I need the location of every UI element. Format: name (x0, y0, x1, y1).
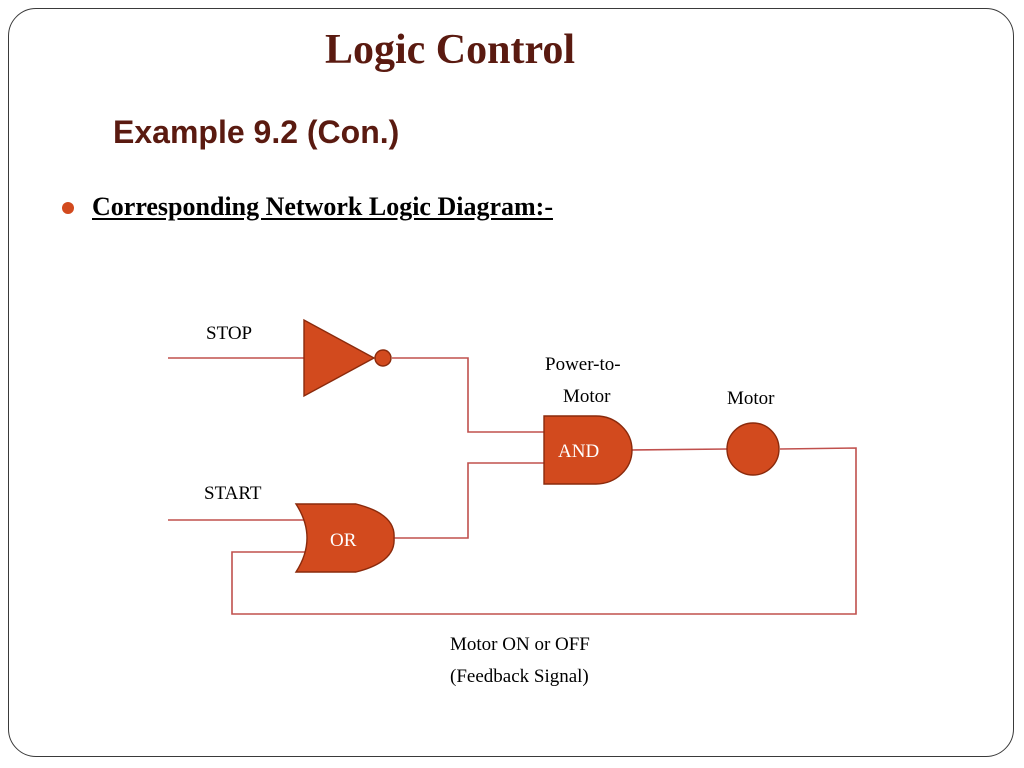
bullet-item: Corresponding Network Logic Diagram:- (62, 192, 553, 222)
slide-subtitle: Example 9.2 (Con.) (113, 114, 400, 150)
feedback-wire (231, 447, 857, 615)
or-gate-icon (294, 503, 395, 573)
not-gate-icon (303, 318, 392, 398)
feedback-label-line1: Motor ON or OFF (450, 634, 590, 655)
and-gate-label: AND (558, 441, 599, 462)
power-to-motor-label-line2: Motor (563, 386, 611, 407)
or-gate-label: OR (330, 530, 357, 551)
or-to-and-wire (394, 462, 546, 539)
stop-label: STOP (206, 323, 252, 344)
bullet-text: Corresponding Network Logic Diagram:- (92, 192, 553, 221)
power-to-motor-label-line1: Power-to- (545, 354, 621, 375)
not-to-and-wire (392, 357, 546, 433)
start-label: START (204, 483, 262, 504)
feedback-label-line2: (Feedback Signal) (450, 666, 589, 687)
bullet-dot-icon (62, 202, 74, 214)
wires (168, 357, 857, 615)
motor-circle-icon (726, 422, 780, 476)
and-to-motor-wire (631, 448, 729, 451)
and-gate-icon (543, 415, 633, 485)
slide-frame (8, 8, 1014, 757)
motor-label: Motor (727, 388, 775, 409)
slide-title: Logic Control (324, 27, 576, 73)
